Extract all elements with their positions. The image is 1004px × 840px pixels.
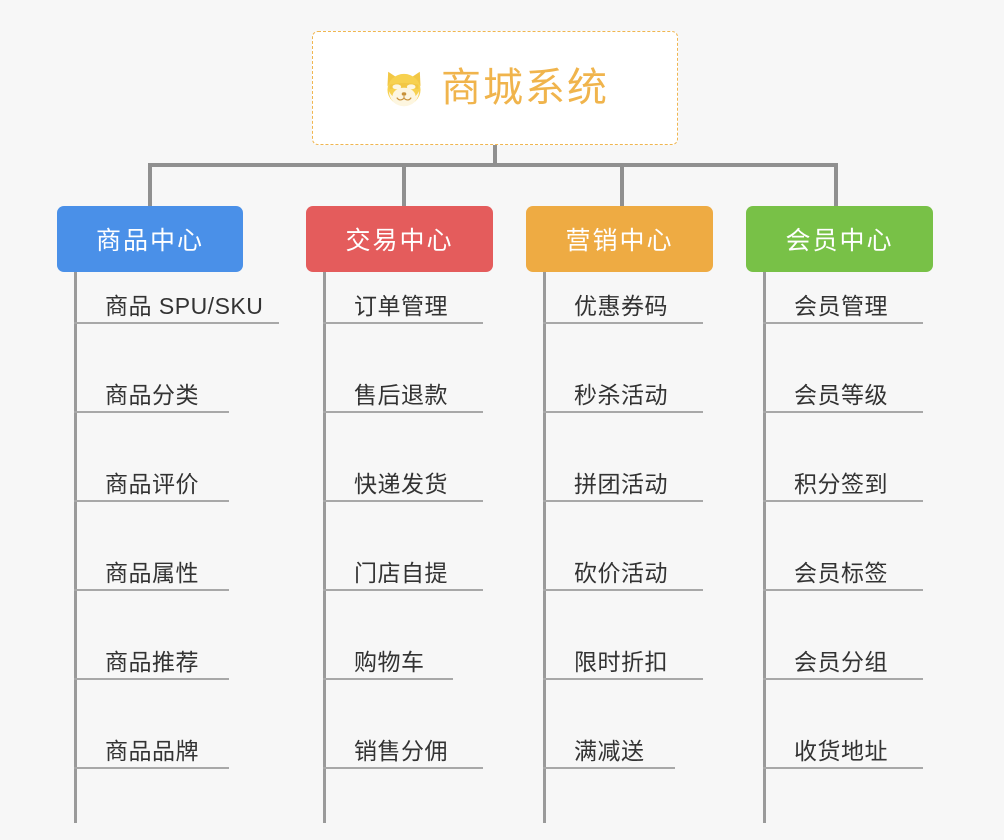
leaf-item-label: 商品 SPU/SKU [105, 292, 264, 319]
root-title: 商城系统 [441, 66, 609, 110]
leaf-item-label: 会员分组 [794, 648, 888, 675]
category-label: 商品中心 [95, 227, 204, 255]
leaf-item-label: 售后退款 [354, 381, 448, 408]
leaf-item[interactable]: 商品品牌 [74, 717, 229, 769]
branch-rail [543, 272, 546, 823]
leaf-item[interactable]: 订单管理 [323, 272, 483, 324]
connector-drop-3 [620, 163, 624, 206]
leaf-item[interactable]: 会员等级 [763, 361, 923, 413]
leaf-item-label: 快递发货 [354, 470, 448, 497]
connector-drop-1 [148, 163, 152, 206]
leaf-item-label: 会员管理 [794, 292, 888, 319]
branch-rail [74, 272, 77, 823]
leaf-item-label: 积分签到 [794, 470, 888, 497]
connector-root-stem [493, 145, 497, 167]
leaf-item[interactable]: 会员标签 [763, 539, 923, 591]
leaf-item[interactable]: 会员管理 [763, 272, 923, 324]
leaf-item[interactable]: 积分签到 [763, 450, 923, 502]
leaf-item[interactable]: 购物车 [323, 628, 453, 680]
leaf-item-label: 拼团活动 [574, 470, 668, 497]
connector-drop-4 [834, 163, 838, 206]
leaf-item[interactable]: 商品推荐 [74, 628, 229, 680]
leaf-item-label: 秒杀活动 [574, 381, 668, 408]
leaf-item[interactable]: 销售分佣 [323, 717, 483, 769]
leaf-item[interactable]: 会员分组 [763, 628, 923, 680]
leaf-item[interactable]: 拼团活动 [543, 450, 703, 502]
leaf-item-label: 优惠券码 [574, 292, 668, 319]
leaf-item-label: 限时折扣 [574, 648, 668, 675]
leaf-item[interactable]: 商品属性 [74, 539, 229, 591]
connector-drop-2 [402, 163, 406, 206]
leaf-item-label: 商品品牌 [105, 737, 199, 764]
category-box-3[interactable]: 营销中心 [526, 206, 713, 272]
branch-rail [763, 272, 766, 823]
leaf-item[interactable]: 商品分类 [74, 361, 229, 413]
category-box-4[interactable]: 会员中心 [746, 206, 933, 272]
leaf-item-label: 收货地址 [794, 737, 888, 764]
leaf-item[interactable]: 快递发货 [323, 450, 483, 502]
leaf-item[interactable]: 收货地址 [763, 717, 923, 769]
leaf-item[interactable]: 优惠券码 [543, 272, 703, 324]
leaf-item-label: 商品属性 [105, 559, 199, 586]
leaf-item-label: 商品分类 [105, 381, 199, 408]
leaf-item[interactable]: 售后退款 [323, 361, 483, 413]
category-box-2[interactable]: 交易中心 [306, 206, 493, 272]
leaf-item[interactable]: 门店自提 [323, 539, 483, 591]
leaf-item-label: 购物车 [354, 648, 425, 675]
leaf-item[interactable]: 满减送 [543, 717, 675, 769]
leaf-item-label: 商品推荐 [105, 648, 199, 675]
leaf-item-label: 砍价活动 [574, 559, 668, 586]
category-box-1[interactable]: 商品中心 [57, 206, 243, 272]
leaf-item-label: 满减送 [574, 737, 645, 764]
leaf-item[interactable]: 限时折扣 [543, 628, 703, 680]
leaf-item-label: 订单管理 [354, 292, 448, 319]
leaf-item[interactable]: 商品评价 [74, 450, 229, 502]
branch-rail [323, 272, 326, 823]
leaf-item-label: 销售分佣 [354, 737, 448, 764]
leaf-item[interactable]: 砍价活动 [543, 539, 703, 591]
root-node[interactable]: 商城系统 [312, 31, 678, 145]
leaf-item[interactable]: 秒杀活动 [543, 361, 703, 413]
category-label: 交易中心 [345, 227, 454, 255]
category-label: 会员中心 [785, 227, 894, 255]
leaf-item[interactable]: 商品 SPU/SKU [74, 272, 279, 324]
connector-bus [148, 163, 838, 167]
shiba-dog-face-icon [381, 66, 427, 112]
leaf-item-label: 会员标签 [794, 559, 888, 586]
leaf-item-label: 会员等级 [794, 381, 888, 408]
category-label: 营销中心 [565, 227, 674, 255]
leaf-item-label: 商品评价 [105, 470, 199, 497]
leaf-item-label: 门店自提 [354, 559, 448, 586]
